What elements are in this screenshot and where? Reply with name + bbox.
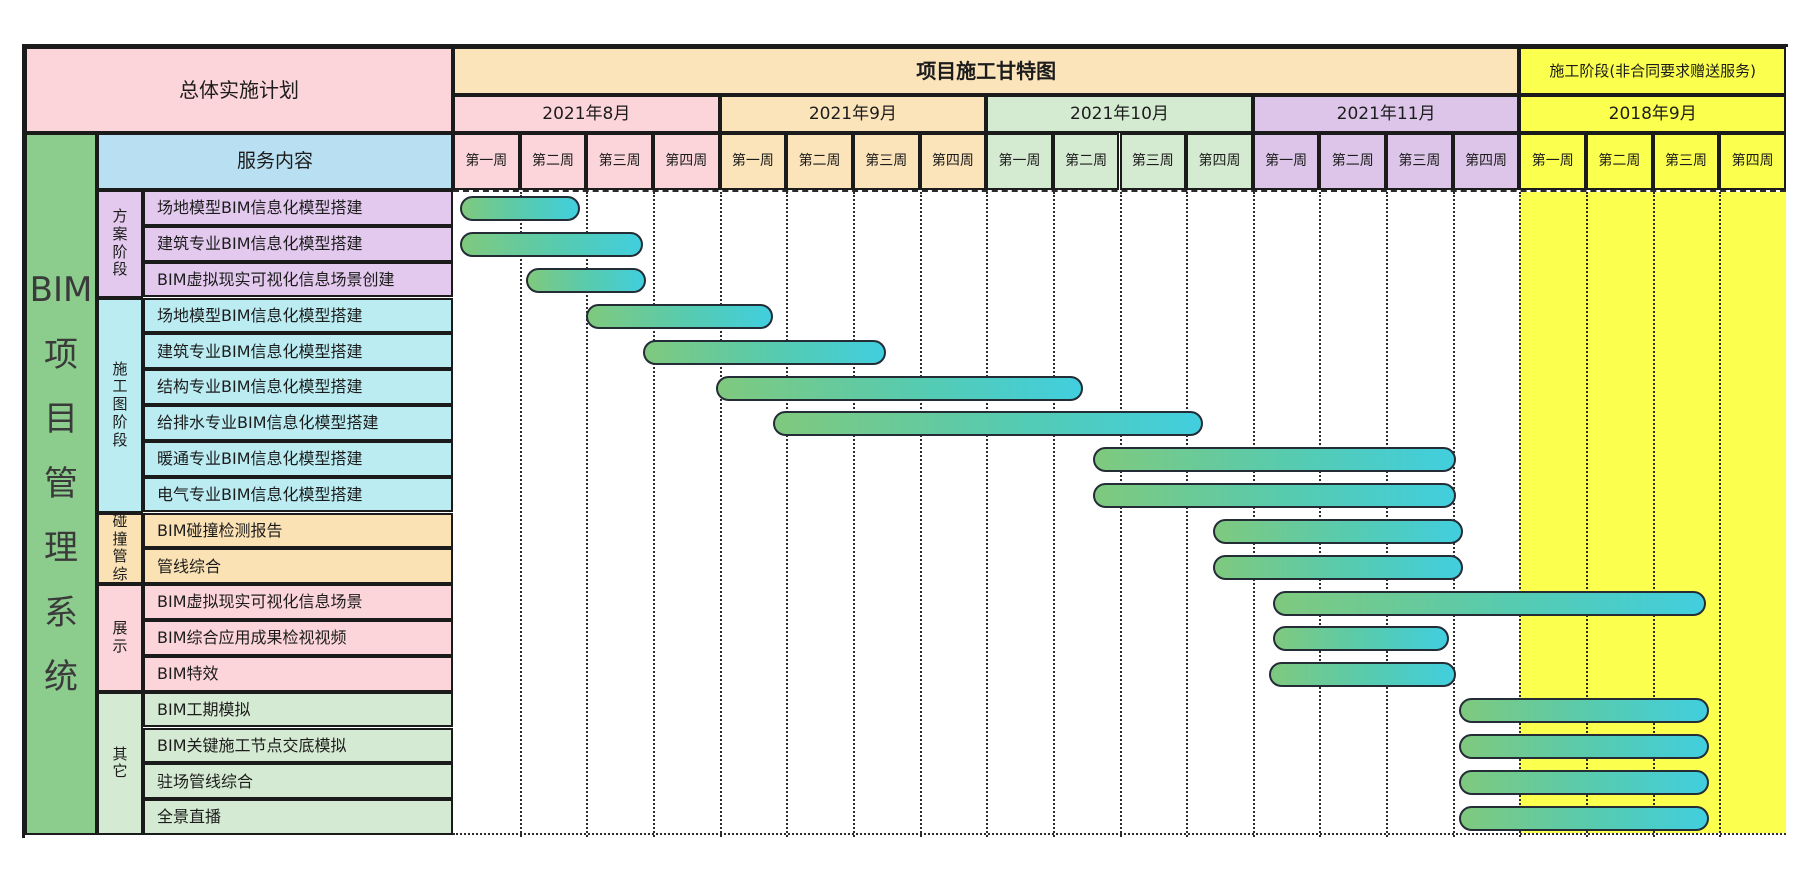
- week-gridline: [1519, 192, 1522, 837]
- week-header: 第三周: [852, 133, 920, 190]
- week-gridline: [519, 192, 522, 837]
- task-cell: 建筑专业BIM信息化模型搭建: [143, 225, 453, 262]
- task-cell: 管线综合: [143, 548, 453, 585]
- group-label: 其它: [112, 744, 128, 781]
- week-gridline: [1119, 192, 1122, 837]
- month-header: 2021年11月: [1252, 95, 1520, 133]
- group-cell: 其它: [97, 691, 143, 835]
- task-cell: 建筑专业BIM信息化模型搭建: [143, 333, 453, 370]
- task-cell: BIM特效: [143, 655, 453, 692]
- group-label: 施工图阶段: [112, 359, 128, 449]
- gantt-bar: [716, 375, 1083, 401]
- week-header: 第三周: [1119, 133, 1187, 190]
- week-header: 第二周: [1586, 133, 1653, 190]
- task-cell: BIM综合应用成果检视视频: [143, 620, 453, 656]
- gantt-bar: [1272, 590, 1706, 616]
- week-header: 第一周: [986, 133, 1053, 190]
- gantt-bar: [1459, 805, 1710, 831]
- gantt-bar: [459, 232, 643, 258]
- gantt-bar: [586, 303, 773, 329]
- group-label: 方案阶段: [112, 207, 128, 279]
- week-gridline: [1052, 192, 1055, 837]
- week-gridline: [652, 192, 655, 837]
- gantt-bar: [459, 196, 580, 222]
- group-cell: 碰撞管综: [97, 512, 143, 585]
- week-header: 第四周: [1719, 133, 1786, 190]
- gantt-bar: [1092, 447, 1457, 473]
- week-header: 第二周: [1319, 133, 1387, 190]
- gantt-bar: [1272, 626, 1450, 652]
- week-header: 第一周: [1252, 133, 1320, 190]
- week-header: 第二周: [1052, 133, 1120, 190]
- week-gridline: [786, 192, 789, 837]
- task-cell: BIM虚拟现实可视化信息场景: [143, 584, 453, 620]
- task-cell: BIM工期模拟: [143, 691, 453, 728]
- task-cell: 场地模型BIM信息化模型搭建: [143, 190, 453, 226]
- gantt-bar: [1269, 662, 1457, 688]
- gantt-bar: [1212, 554, 1463, 580]
- week-header: 第二周: [519, 133, 587, 190]
- task-cell: 电气专业BIM信息化模型搭建: [143, 476, 453, 513]
- week-header: 第四周: [652, 133, 720, 190]
- month-header: 2021年10月: [986, 95, 1253, 133]
- week-header: 第二周: [786, 133, 853, 190]
- service-content-header: 服务内容: [97, 133, 453, 190]
- week-gridline: [986, 192, 989, 837]
- gantt-bar: [642, 339, 887, 365]
- week-gridline: [919, 192, 922, 837]
- group-cell: 方案阶段: [97, 190, 143, 298]
- month-header: 2021年8月: [453, 95, 720, 133]
- gantt-bar: [526, 268, 647, 294]
- gantt-plot-area: [453, 190, 1786, 837]
- gantt-bar: [1092, 483, 1457, 509]
- gantt-bar: [1459, 733, 1710, 759]
- task-cell: 全景直播: [143, 799, 453, 835]
- week-header: 第三周: [1386, 133, 1453, 190]
- overall-plan-header: 总体实施计划: [25, 47, 453, 133]
- week-gridline: [1719, 192, 1722, 837]
- gantt-bar: [1459, 769, 1710, 795]
- task-cell: 结构专业BIM信息化模型搭建: [143, 369, 453, 405]
- gantt-bar: [1459, 698, 1710, 724]
- month-header: 2018年9月: [1519, 95, 1786, 133]
- task-cell: 场地模型BIM信息化模型搭建: [143, 297, 453, 334]
- week-header: 第四周: [919, 133, 987, 190]
- week-header: 第一周: [1519, 133, 1587, 190]
- task-cell: BIM虚拟现实可视化信息场景创建: [143, 261, 453, 298]
- week-gridline: [1252, 192, 1255, 837]
- week-gridline: [719, 192, 722, 837]
- week-gridline: [1652, 192, 1655, 837]
- group-cell: 展示: [97, 584, 143, 692]
- group-cell: 施工图阶段: [97, 297, 143, 513]
- week-gridline: [1452, 192, 1455, 837]
- week-gridline: [1386, 192, 1389, 837]
- group-label: 展示: [112, 619, 128, 655]
- group-label: 碰撞管综: [112, 512, 128, 584]
- week-header: 第三周: [586, 133, 653, 190]
- week-gridline: [1319, 192, 1322, 837]
- week-gridline: [852, 192, 855, 837]
- week-header: 第四周: [1452, 133, 1520, 190]
- week-header: 第三周: [1652, 133, 1720, 190]
- week-header: 第一周: [453, 133, 520, 190]
- bonus-phase-header: 施工阶段(非合同要求赠送服务): [1519, 47, 1786, 95]
- task-cell: 给排水专业BIM信息化模型搭建: [143, 405, 453, 441]
- task-cell: 驻场管线综合: [143, 763, 453, 800]
- task-cell: BIM碰撞检测报告: [143, 512, 453, 549]
- gantt-bar: [1212, 518, 1463, 544]
- task-cell: 暖通专业BIM信息化模型搭建: [143, 440, 453, 477]
- week-gridline: [586, 192, 589, 837]
- week-header: 第一周: [719, 133, 787, 190]
- week-gridline: [1586, 192, 1589, 837]
- gantt-bar: [772, 411, 1203, 437]
- gantt-title-header: 项目施工甘特图: [453, 47, 1520, 95]
- week-gridline: [1186, 192, 1189, 837]
- month-header: 2021年9月: [719, 95, 987, 133]
- task-cell: BIM关键施工节点交底模拟: [143, 727, 453, 764]
- week-header: 第四周: [1186, 133, 1253, 190]
